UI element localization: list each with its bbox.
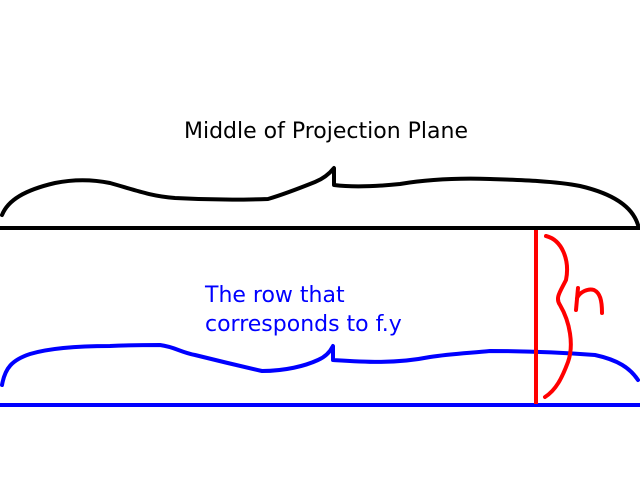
distance-brace bbox=[543, 234, 573, 399]
middle-plane-label: Middle of Projection Plane bbox=[184, 119, 468, 144]
n-symbol-stroke bbox=[574, 286, 604, 315]
projection-plane-curve bbox=[0, 166, 640, 227]
row-curve bbox=[0, 343, 640, 387]
row-label-line1: The row that bbox=[205, 283, 345, 308]
row-label: The row that corresponds to f.y bbox=[205, 281, 402, 339]
row-label-line2: corresponds to f.y bbox=[205, 312, 402, 337]
